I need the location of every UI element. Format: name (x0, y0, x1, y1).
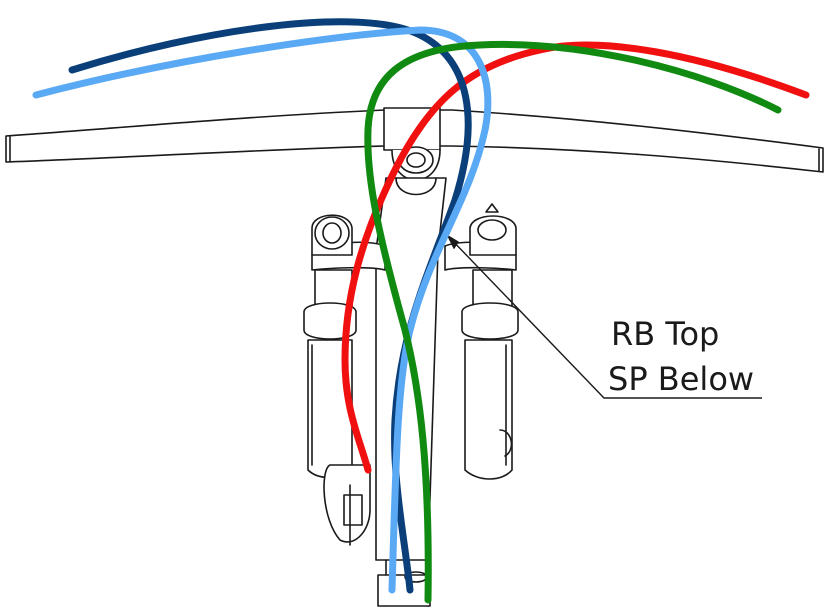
red-cable (341, 41, 810, 474)
callout-leader (446, 234, 762, 399)
left-fork-leg (303, 214, 371, 546)
light-blue-cable (32, 26, 492, 594)
callout-label-rb-top: RB Top (611, 315, 720, 353)
callout-label-sp-below: SP Below (608, 360, 755, 398)
green-cable (364, 40, 782, 604)
right-fork-leg (461, 203, 519, 480)
